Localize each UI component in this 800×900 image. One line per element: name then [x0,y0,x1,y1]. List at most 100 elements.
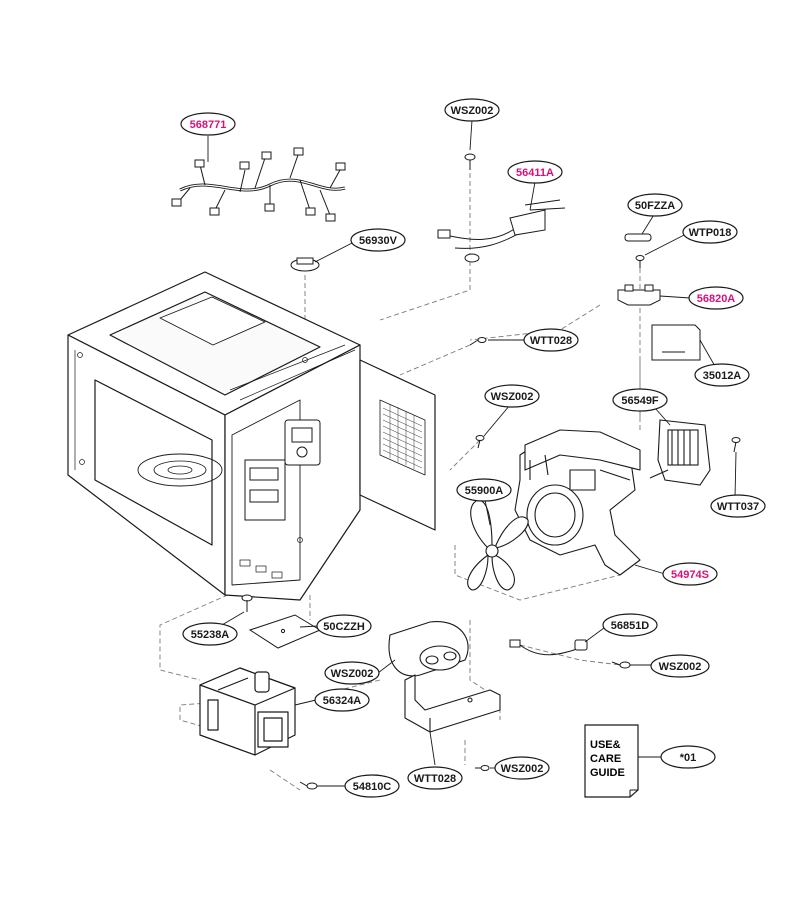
part-callout: 35012A [694,363,750,387]
screw-wtt037 [731,437,741,453]
callout-oval [627,193,683,217]
part-callout: WSZ002 [484,384,540,408]
part-number-label: 35012A [703,370,742,382]
part-callout: 55238A [182,622,238,646]
sensor-cable-part [509,639,588,656]
part-labels: 568771WSZ00256411A50FZZAWTP01856930V5682… [180,98,766,798]
part-callout: 568771 [180,112,236,136]
oven-cavity-body [67,271,436,601]
callout-oval [314,688,370,712]
part-number-label: WSZ002 [659,661,702,673]
part-number-label: 55238A [191,629,230,641]
part-number-label: 54974S [671,569,709,581]
callout-oval [507,160,563,184]
part-number-label: 50CZZH [323,621,365,633]
callout-oval [710,494,766,518]
part-callout: 56324A [314,688,370,712]
screw-lower-left [241,594,253,612]
part-number-label: 50FZZA [635,200,675,212]
callout-oval [407,766,463,790]
fuse-part [624,233,652,242]
part-callout: 56549F [612,388,668,412]
capacitor-part [388,621,469,677]
part-callout: 54810C [344,774,400,798]
part-callout: WTT037 [710,494,766,518]
part-callout: 55900A [456,478,512,502]
part-number-label: WTP018 [689,227,732,239]
part-callout: 56820A [688,286,744,310]
part-number-label: WTT028 [414,773,456,785]
part-number-label: WTT037 [717,501,759,513]
callout-oval [660,745,716,769]
callout-oval [662,562,718,586]
part-callout: 56930V [350,228,406,252]
screw-wtp018 [635,255,645,268]
manual-line-1: USE& [590,739,621,751]
part-callout: WSZ002 [650,654,710,678]
callout-oval [650,654,710,678]
part-number-label: WSZ002 [501,763,544,775]
part-number-label: 56549F [621,395,659,407]
part-callout: 50FZZA [627,193,683,217]
part-number-label: 56851D [611,620,650,632]
part-number-label: 56324A [323,695,362,707]
part-number-label: 55900A [465,485,504,497]
part-callout: WTT028 [407,766,463,790]
callout-oval [602,613,658,637]
part-callout: WSZ002 [324,661,380,685]
callout-oval [688,286,744,310]
part-callout: 56411A [507,160,563,184]
bracket-part [404,674,501,733]
part-number-label: WSZ002 [331,668,374,680]
magnetron-part [199,667,296,756]
callout-oval [523,328,579,352]
part-number-label: 56820A [697,293,736,305]
manual-line-3: GUIDE [590,767,625,779]
callout-oval [324,661,380,685]
callout-oval [350,228,406,252]
manual-line-2: CARE [590,753,621,765]
part-number-label: WSZ002 [491,391,534,403]
part-number-label: 56930V [359,235,398,247]
screw-mid [469,337,487,449]
screw-top [464,153,476,170]
fan-motor-part [649,419,711,486]
part-callout: WTT028 [523,328,579,352]
part-number-label: *01 [680,752,697,764]
fan-duct-part [514,429,641,576]
interlock-switch-assembly [244,419,321,521]
callout-oval [494,756,550,780]
fuse-holder-part [617,284,661,306]
part-callout: 50CZZH [316,614,372,638]
fan-blade-part [467,499,529,591]
part-number-label: WTT028 [530,335,572,347]
plate-35012a [651,324,701,361]
part-callout: 54974S [662,562,718,586]
part-number-label: 56411A [516,167,554,179]
wire-harness [171,147,346,222]
vent-grille-lines [382,404,423,469]
lamp-socket-part [437,199,566,263]
callout-oval [612,388,668,412]
part-callout: WTP018 [682,220,738,244]
manual-booklet: USE& CARE GUIDE [584,724,639,798]
screw-bottom [299,781,318,790]
callout-oval [182,622,238,646]
plate-55238a [248,614,322,649]
callout-oval [316,614,372,638]
part-callout: 56851D [602,613,658,637]
assembly-guides [159,165,641,791]
callout-oval [444,98,500,122]
callout-oval [484,384,540,408]
callout-oval [694,363,750,387]
callout-oval [344,774,400,798]
callout-oval [682,220,738,244]
thermostat-part [290,257,320,272]
screw-right-low [611,661,631,669]
part-number-label: 568771 [190,119,227,131]
part-number-label: 54810C [353,781,392,793]
screw-wtt028-bottom [475,765,490,771]
part-number-label: WSZ002 [451,105,494,117]
